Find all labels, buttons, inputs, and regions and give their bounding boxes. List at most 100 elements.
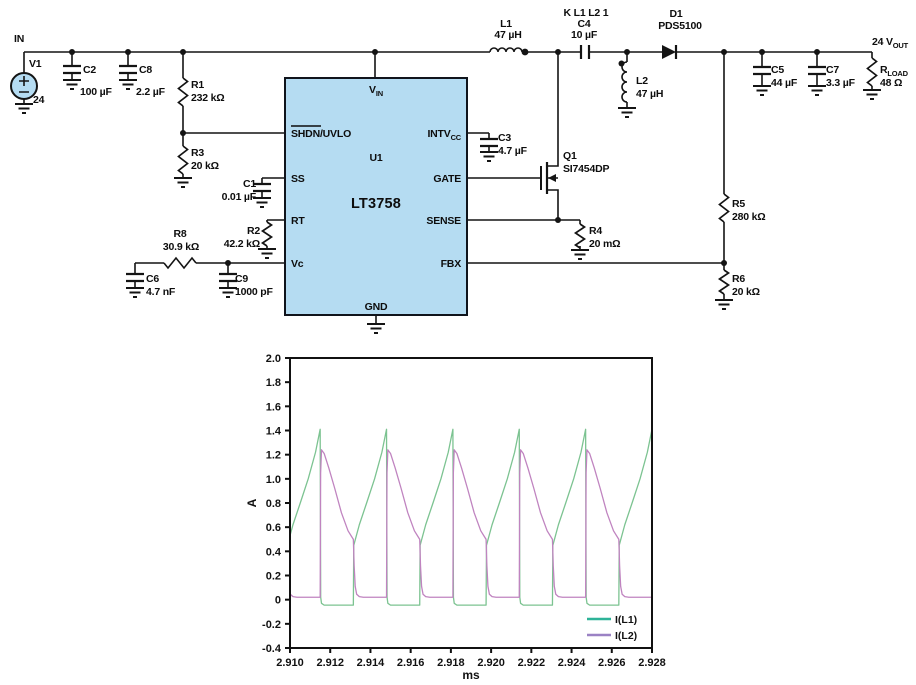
- chart-series: [290, 428, 652, 606]
- chart-legend: I(L1) I(L2): [587, 614, 637, 642]
- y-tick-label: 0.2: [266, 571, 281, 583]
- c6-name: C6: [146, 273, 159, 285]
- resistor-r6-icon: [718, 269, 730, 295]
- c7-name: C7: [826, 64, 839, 76]
- r8-name: R8: [173, 228, 186, 240]
- r3-value: 20 kΩ: [191, 160, 219, 172]
- c9-value: 1000 pF: [235, 286, 273, 298]
- r1-value: 232 kΩ: [191, 92, 225, 104]
- r6-name: R6: [732, 273, 745, 285]
- capacitor-c8-icon: [117, 64, 139, 75]
- c2-value: 100 µF: [80, 86, 112, 98]
- mosfet-q1-icon: [540, 162, 556, 194]
- voltage-source-icon: [10, 72, 38, 100]
- y-tick-label: 1.6: [266, 401, 281, 413]
- c5-name: C5: [771, 64, 784, 76]
- resistor-rload-icon: [866, 57, 878, 87]
- resistor-r2-icon: [261, 221, 273, 247]
- x-tick-label: 2.922: [518, 657, 546, 669]
- capacitor-c4-icon: [579, 45, 591, 59]
- pin-sense: SENSE: [426, 215, 461, 227]
- c8-value: 2.2 µF: [136, 86, 166, 98]
- y-tick-label: 0.8: [266, 498, 281, 510]
- ic-part-number: LT3758: [351, 196, 401, 212]
- c4-name: C4: [577, 18, 590, 30]
- y-tick-label: 1.4: [266, 426, 282, 438]
- x-tick-label: 2.916: [397, 657, 425, 669]
- r2-name: R2: [247, 225, 260, 237]
- y-axis-title: A: [245, 498, 259, 507]
- r8-value: 30.9 kΩ: [163, 241, 199, 253]
- d1-value: PDS5100: [658, 20, 702, 32]
- l2-polarity-dot: [618, 60, 625, 67]
- y-tick-label: 2.0: [266, 353, 281, 365]
- pin-rt: RT: [291, 215, 305, 227]
- resistor-r3-icon: [177, 145, 189, 175]
- diode-d1-icon: [662, 45, 678, 59]
- coupling-statement: K L1 L2 1: [564, 7, 609, 19]
- resistor-r1-icon: [177, 77, 189, 107]
- x-tick-label: 2.928: [638, 657, 666, 669]
- v1-name: V1: [29, 58, 42, 70]
- pin-fbx: FBX: [441, 258, 462, 270]
- l2-name: L2: [636, 75, 648, 87]
- junction-dots: [69, 49, 820, 266]
- pin-vin: VIN: [369, 84, 383, 98]
- v1-value: 24: [33, 94, 45, 106]
- pin-shdn-uvlo: SHDN/UVLO: [291, 128, 351, 140]
- ic-body: [284, 77, 468, 316]
- r1-name: R1: [191, 79, 204, 91]
- y-tick-label: 0: [275, 595, 281, 607]
- x-tick-label: 2.926: [598, 657, 626, 669]
- series-line-I(L1): [290, 428, 652, 606]
- c5-value: 44 µF: [771, 77, 798, 89]
- r4-name: R4: [589, 225, 602, 237]
- c9-name: C9: [235, 273, 248, 285]
- r3-name: R3: [191, 147, 204, 159]
- c8-name: C8: [139, 64, 152, 76]
- y-tick-label: -0.2: [262, 619, 281, 631]
- x-tick-label: 2.912: [316, 657, 344, 669]
- legend-label-I(L1): I(L1): [615, 614, 637, 626]
- series-line-I(L2): [290, 449, 652, 598]
- capacitor-c3-icon: [478, 137, 500, 148]
- q1-name: Q1: [563, 150, 577, 162]
- inductor-l1-icon: [489, 47, 529, 56]
- c1-name: C1: [243, 178, 256, 190]
- c7-value: 3.3 µF: [826, 77, 856, 89]
- circuit-schematic: VIN SHDN/UVLO U1 SS LT3758 RT Vc GND INT…: [10, 7, 909, 334]
- l1-value: 47 µH: [494, 29, 521, 41]
- y-tick-label: -0.4: [262, 643, 282, 655]
- pin-ss: SS: [291, 173, 305, 185]
- capacitor-c6-icon: [124, 272, 146, 283]
- pin-gnd: GND: [365, 301, 388, 313]
- c3-value: 4.7 µF: [498, 145, 528, 157]
- x-tick-label: 2.924: [558, 657, 586, 669]
- c4-value: 10 µF: [571, 29, 598, 41]
- l1-polarity-dot: [521, 48, 529, 56]
- r2-value: 42.2 kΩ: [224, 238, 260, 250]
- d1-name: D1: [669, 8, 682, 20]
- resistor-r5-icon: [718, 193, 730, 223]
- y-tick-label: 0.4: [266, 546, 282, 558]
- x-tick-label: 2.914: [357, 657, 385, 669]
- rload-value: 48 Ω: [880, 77, 902, 89]
- capacitor-c5-icon: [751, 65, 773, 76]
- ic-ref: U1: [369, 152, 382, 164]
- c1-value: 0.01 µF: [222, 191, 257, 203]
- input-label: IN: [14, 33, 24, 45]
- pin-intvcc: INTVCC: [427, 128, 461, 142]
- q1-value: SI7454DP: [563, 163, 609, 175]
- y-tick-label: 1.8: [266, 377, 281, 389]
- x-tick-label: 2.918: [437, 657, 465, 669]
- r5-value: 280 kΩ: [732, 211, 766, 223]
- y-tick-label: 0.6: [266, 522, 281, 534]
- legend-label-I(L2): I(L2): [615, 630, 637, 642]
- r6-value: 20 kΩ: [732, 286, 760, 298]
- l1-name: L1: [500, 18, 512, 30]
- pin-vc: Vc: [291, 258, 304, 270]
- l2-value: 47 µH: [636, 88, 663, 100]
